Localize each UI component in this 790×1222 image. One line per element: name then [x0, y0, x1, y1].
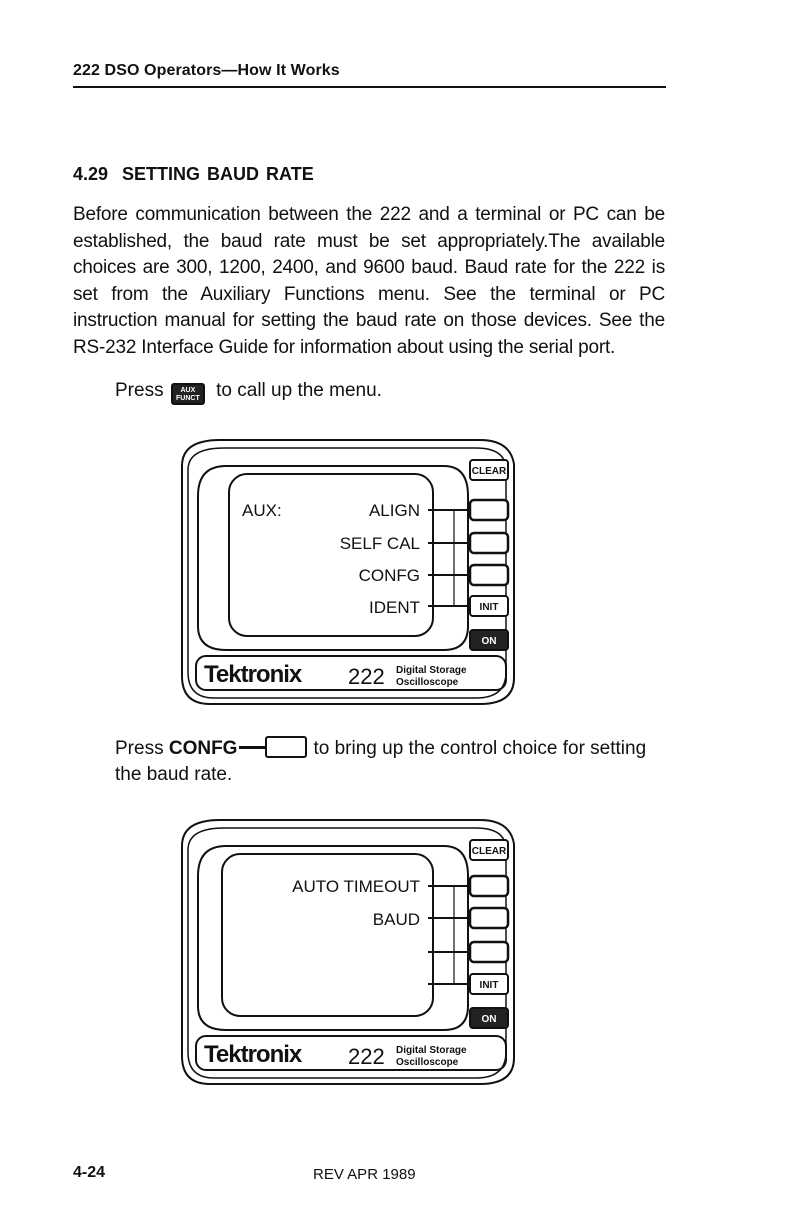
brand-logo: Tektronix	[204, 1041, 303, 1068]
on-button[interactable]	[469, 629, 509, 651]
model-number: 222	[348, 664, 385, 689]
header-rule	[73, 86, 666, 88]
scope-panel-aux-menu: CLEAR INIT ON AUX: ALIGN SELF CAL CONFG …	[181, 439, 515, 705]
menu-item-baud: BAUD	[373, 910, 420, 929]
model-desc-line1: Digital Storage	[396, 1045, 467, 1056]
clear-key-label: CLEAR	[472, 466, 507, 477]
softkey-3-button[interactable]	[468, 940, 510, 964]
clear-button[interactable]	[469, 839, 509, 861]
menu-item-confg: CONFG	[359, 566, 420, 585]
menu-item-ident: IDENT	[369, 598, 420, 617]
softkey-2-button[interactable]	[468, 906, 510, 930]
init-button[interactable]	[469, 595, 509, 617]
init-button[interactable]	[469, 973, 509, 995]
menu-item-auto-timeout: AUTO TIMEOUT	[292, 877, 420, 896]
init-key-label: INIT	[480, 980, 499, 991]
running-header: 222 DSO Operators—How It Works	[73, 62, 340, 79]
press-word: Press	[115, 380, 164, 401]
press-word-2: Press	[115, 738, 164, 759]
menu-title-aux: AUX:	[242, 501, 282, 520]
init-key-label: INIT	[480, 602, 499, 613]
aux-key-bottom-label: FUNCT	[176, 395, 200, 402]
brand-logo: Tektronix	[204, 661, 303, 688]
step2-suffix: to bring up the control choice for setti…	[115, 738, 647, 785]
on-key-label: ON	[482, 1014, 497, 1025]
on-button[interactable]	[469, 1007, 509, 1029]
section-title-text: SETTING BAUD RATE	[122, 164, 314, 184]
body-paragraph: Before communication between the 222 and…	[73, 204, 665, 358]
softkey-2-button[interactable]	[468, 531, 510, 555]
softkey-icon	[265, 736, 308, 758]
confg-button-label: CONFG	[168, 738, 238, 759]
softkey-3-button[interactable]	[468, 563, 510, 587]
section-title: 4.29 SETTING BAUD RATE	[73, 164, 314, 185]
model-number: 222	[348, 1044, 385, 1069]
clear-key-label: CLEAR	[472, 846, 507, 857]
step1-suffix: to call up the menu.	[216, 380, 382, 401]
menu-item-self-cal: SELF CAL	[340, 534, 420, 553]
aux-key-top-label: AUX	[180, 387, 196, 394]
model-desc-line2: Oscilloscope	[396, 1057, 459, 1068]
scope-panel-confg-menu: CLEAR INIT ON AUTO TIMEOUT BAUD Tektroni…	[181, 819, 515, 1085]
model-desc-line1: Digital Storage	[396, 665, 467, 676]
softkey-1-button[interactable]	[468, 874, 510, 898]
page-number: 4-24	[73, 1164, 106, 1181]
menu-item-align: ALIGN	[369, 501, 420, 520]
lead-line-icon	[239, 746, 266, 749]
softkey-1-button[interactable]	[468, 498, 510, 522]
clear-button[interactable]	[469, 459, 509, 481]
revision-date: REV APR 1989	[313, 1166, 416, 1183]
on-key-label: ON	[482, 636, 497, 647]
model-desc-line2: Oscilloscope	[396, 677, 459, 688]
section-number: 4.29	[73, 164, 109, 184]
